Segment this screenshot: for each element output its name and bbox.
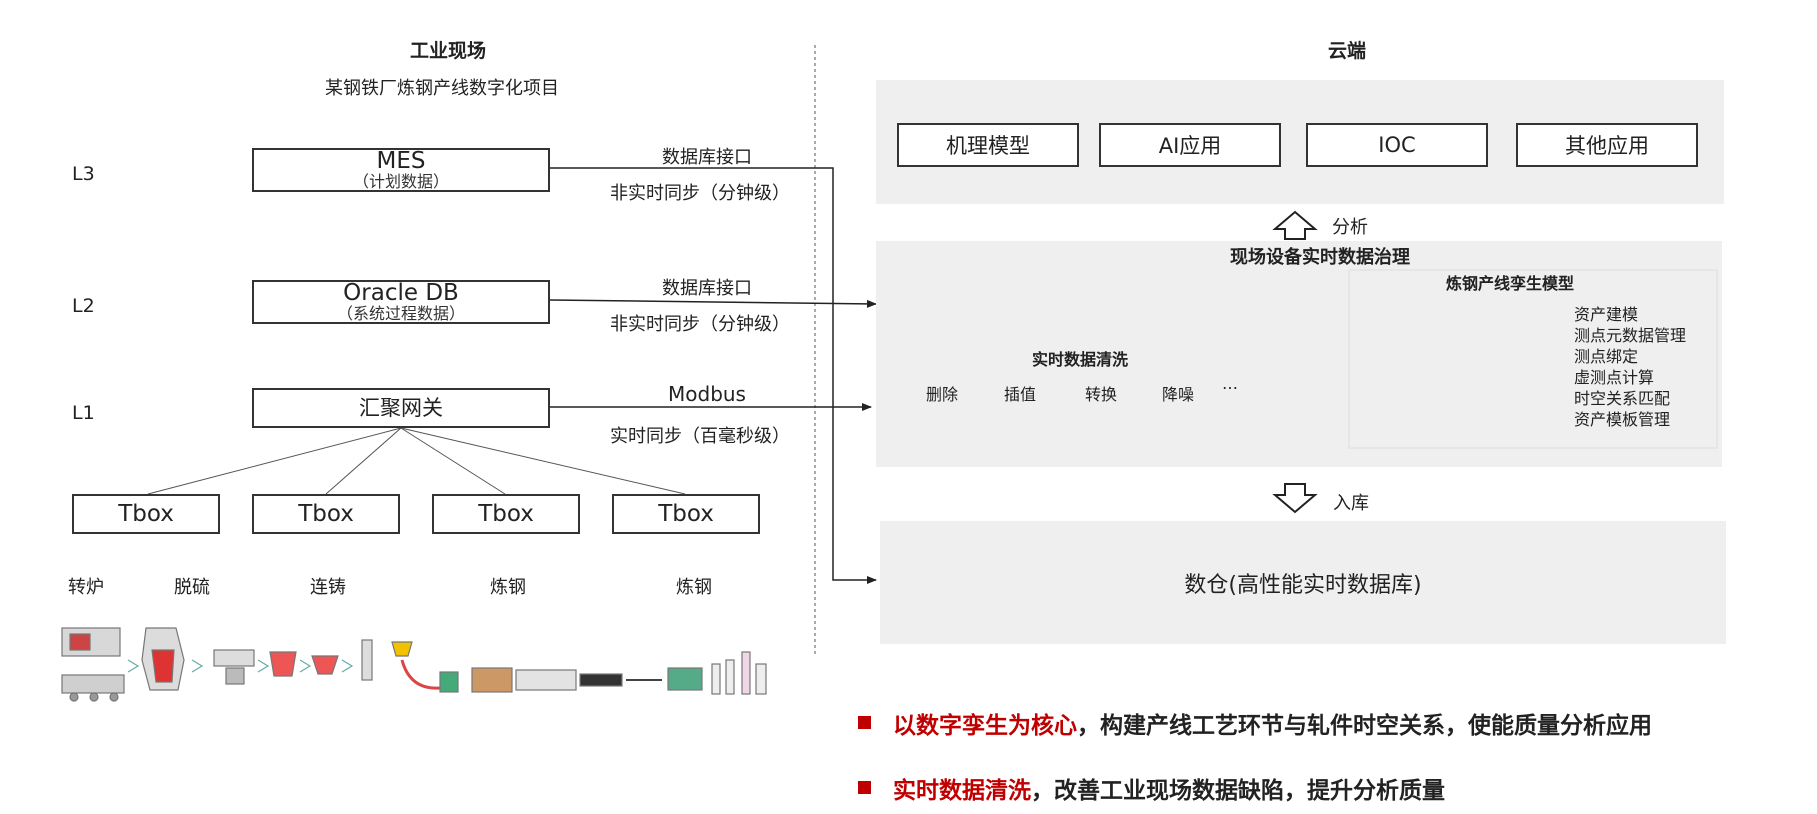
gateway-box: 汇聚网关 bbox=[252, 388, 550, 428]
conn-label-top: 数据库接口 bbox=[662, 147, 752, 168]
project-subtitle: 某钢铁厂炼钢产线数字化项目 bbox=[325, 78, 559, 99]
app-label: AI应用 bbox=[1158, 134, 1222, 158]
highlight-2-rest: ，改善工业现场数据缺陷，提升分析质量 bbox=[1031, 778, 1445, 804]
highlight-1-key: 以数字孪生为核心 bbox=[893, 713, 1077, 739]
governance-panel bbox=[876, 241, 1722, 467]
highlight-1: 以数字孪生为核心，构建产线工艺环节与轧件时空关系，使能质量分析应用 bbox=[893, 706, 1652, 740]
analysis-label: 分析 bbox=[1332, 217, 1368, 238]
twin-feature: 资产建模 bbox=[1574, 305, 1639, 324]
twin-title: 炼钢产线孪生模型 bbox=[1446, 274, 1575, 293]
mes-box: MES （计划数据） bbox=[252, 148, 550, 192]
warehouse-label: 数仓(高性能实时数据库) bbox=[1184, 572, 1422, 598]
tbox-label: Tbox bbox=[118, 500, 174, 527]
app-ai: AI应用 bbox=[1099, 123, 1281, 167]
twin-feature: 测点绑定 bbox=[1574, 347, 1639, 366]
tbox-label: Tbox bbox=[298, 500, 354, 527]
tbox-3: Tbox bbox=[432, 494, 580, 534]
twin-feature: 时空关系匹配 bbox=[1574, 389, 1671, 408]
twin-model-panel bbox=[1348, 269, 1718, 449]
cloud-title: 云端 bbox=[1328, 40, 1367, 62]
conn-label-bottom: 实时同步（百毫秒级） bbox=[610, 426, 790, 447]
process-label: 连铸 bbox=[310, 577, 346, 598]
tbox-label: Tbox bbox=[658, 500, 714, 527]
tbox-2: Tbox bbox=[252, 494, 400, 534]
mes-note: （计划数据） bbox=[352, 172, 449, 191]
twin-feature: 测点元数据管理 bbox=[1574, 326, 1687, 345]
store-arrow-icon bbox=[1272, 483, 1318, 514]
oracle-box: Oracle DB （系统过程数据） bbox=[252, 280, 550, 324]
cleaning-op-denoise: 降噪 bbox=[1162, 385, 1195, 404]
warehouse-panel: 数仓(高性能实时数据库) bbox=[880, 521, 1726, 644]
highlight-bullet bbox=[858, 716, 871, 729]
conn-label-bottom: 非实时同步（分钟级） bbox=[610, 183, 790, 204]
process-label: 脱硫 bbox=[174, 577, 210, 598]
oracle-name: Oracle DB bbox=[343, 280, 459, 306]
tbox-1: Tbox bbox=[72, 494, 220, 534]
level-l2: L2 bbox=[72, 295, 95, 317]
governance-title: 现场设备实时数据治理 bbox=[1230, 247, 1410, 268]
mes-link bbox=[550, 167, 877, 584]
process-label: 转炉 bbox=[68, 577, 104, 598]
oracle-link bbox=[549, 299, 877, 308]
conn-label-top: Modbus bbox=[668, 382, 746, 406]
gateway-name: 汇聚网关 bbox=[359, 395, 443, 420]
oracle-note: （系统过程数据） bbox=[336, 304, 465, 323]
app-mechanism-model: 机理模型 bbox=[897, 123, 1079, 167]
highlight-2: 实时数据清洗，改善工业现场数据缺陷，提升分析质量 bbox=[893, 771, 1445, 805]
highlight-2-key: 实时数据清洗 bbox=[893, 778, 1031, 804]
app-ioc: IOC bbox=[1306, 123, 1488, 167]
app-other: 其他应用 bbox=[1516, 123, 1698, 167]
process-label: 炼钢 bbox=[490, 577, 526, 598]
cleaning-op-interpolate: 插值 bbox=[1004, 385, 1037, 404]
app-label: IOC bbox=[1378, 133, 1416, 157]
twin-feature: 虚测点计算 bbox=[1574, 368, 1655, 387]
level-l3: L3 bbox=[72, 163, 95, 185]
cleaning-op-delete: 删除 bbox=[926, 385, 959, 404]
analysis-arrow-icon bbox=[1272, 210, 1318, 240]
cleaning-title: 实时数据清洗 bbox=[1032, 350, 1129, 369]
process-label: 炼钢 bbox=[676, 577, 712, 598]
production-line-illustration bbox=[61, 627, 767, 702]
twin-feature: 资产模板管理 bbox=[1574, 410, 1671, 429]
cleaning-op-convert: 转换 bbox=[1085, 385, 1118, 404]
mes-name: MES bbox=[376, 148, 426, 174]
site-title: 工业现场 bbox=[410, 40, 487, 62]
store-label: 入库 bbox=[1333, 493, 1369, 514]
highlight-bullet bbox=[858, 781, 871, 794]
level-l1: L1 bbox=[72, 402, 95, 424]
conn-label-bottom: 非实时同步（分钟级） bbox=[610, 314, 790, 335]
conn-label-top: 数据库接口 bbox=[662, 278, 752, 299]
cleaning-op-more: … bbox=[1222, 374, 1238, 393]
tbox-4: Tbox bbox=[612, 494, 760, 534]
app-label: 其他应用 bbox=[1565, 134, 1649, 158]
app-label: 机理模型 bbox=[946, 134, 1030, 158]
highlight-1-rest: ，构建产线工艺环节与轧件时空关系，使能质量分析应用 bbox=[1077, 713, 1652, 739]
tbox-label: Tbox bbox=[478, 500, 534, 527]
